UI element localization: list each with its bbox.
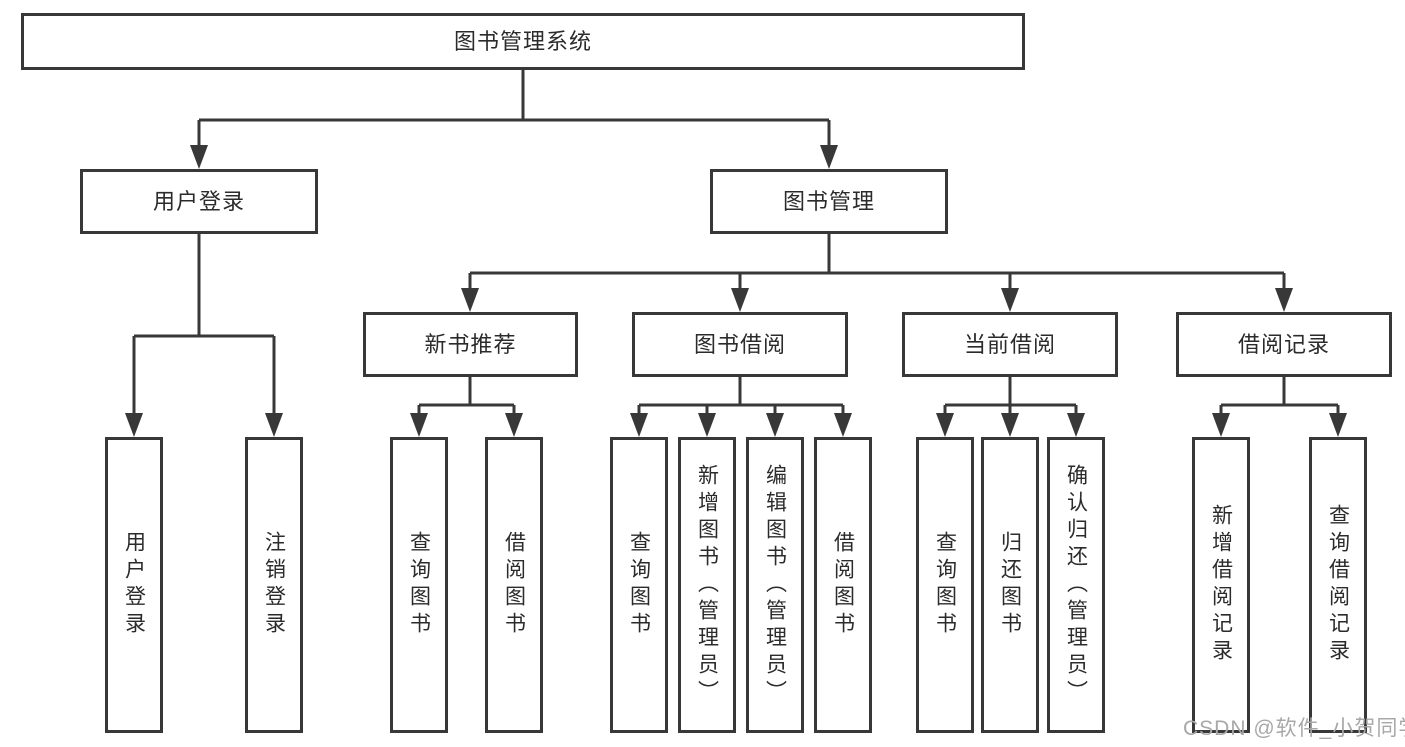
- leaf-user-login: 用户登录: [105, 437, 163, 733]
- node-borrow-records: 借阅记录: [1176, 312, 1392, 377]
- leaf-borrow-books: 借阅图书: [814, 437, 872, 733]
- node-new-book-recommend: 新书推荐: [363, 312, 578, 377]
- watermark: CSDN @软件_小贺同学: [1183, 717, 1405, 740]
- node-book-management: 图书管理: [710, 169, 948, 234]
- leaf-add-borrow-record: 新增借阅记录: [1192, 437, 1250, 733]
- node-root-system: 图书管理系统: [21, 13, 1025, 70]
- leaf-edit-books-admin: 编辑图书（管理员）: [746, 437, 804, 733]
- leaf-add-books-admin: 新增图书（管理员）: [678, 437, 736, 733]
- leaf-current-query-books: 查询图书: [916, 437, 974, 733]
- leaf-recommend-borrow-books: 借阅图书: [485, 437, 543, 733]
- leaf-borrow-query-books: 查询图书: [610, 437, 668, 733]
- leaf-return-books: 归还图书: [981, 437, 1039, 733]
- leaf-query-borrow-record: 查询借阅记录: [1309, 437, 1367, 733]
- leaf-logout: 注销登录: [245, 437, 303, 733]
- leaf-confirm-return-admin: 确认归还（管理员）: [1047, 437, 1105, 733]
- node-current-borrow: 当前借阅: [902, 312, 1118, 377]
- node-user-login: 用户登录: [80, 169, 318, 234]
- leaf-recommend-query-books: 查询图书: [390, 437, 448, 733]
- node-book-borrow: 图书借阅: [632, 312, 848, 377]
